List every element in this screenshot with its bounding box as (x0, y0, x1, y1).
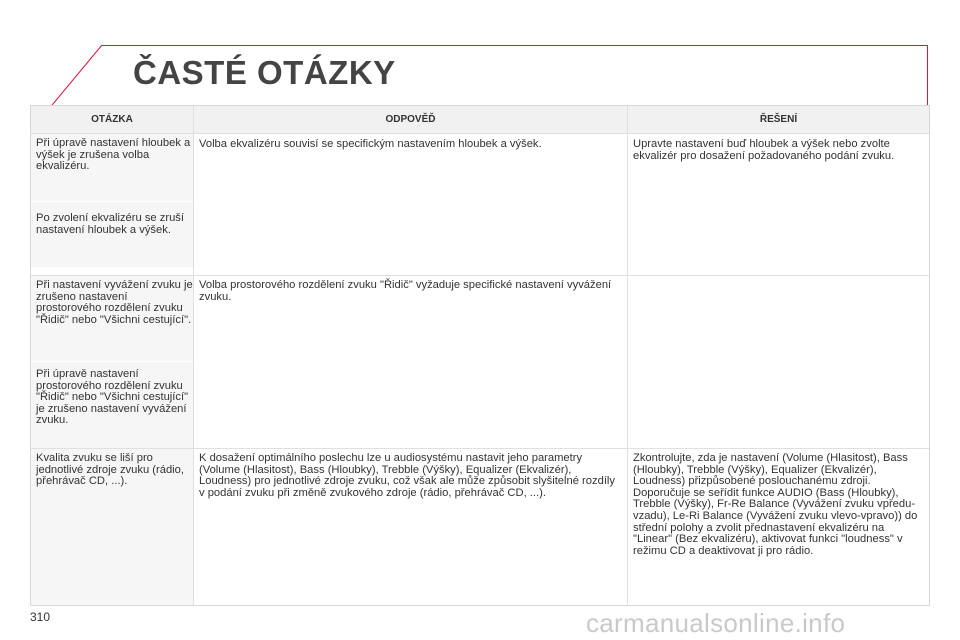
page-title: ČASTÉ OTÁZKY (133, 54, 396, 91)
solution-cell: Upravte nastavení buď hloubek a výšek ne… (633, 138, 895, 162)
column-divider (193, 106, 194, 605)
question-cell: Po zvolení ekvalizéru se zruší nastavení… (31, 202, 193, 267)
title-frame-top-line (102, 45, 928, 46)
answer-cell: Volba prostorového rozdělení zvuku "Řidi… (199, 279, 612, 303)
row-divider (31, 448, 929, 449)
faq-table: OTÁZKA ODPOVĚĎ ŘEŠENÍ Při úpravě nastave… (30, 105, 930, 606)
watermark: carmanualsonline.info (586, 608, 846, 638)
page-number: 310 (30, 610, 51, 624)
title-frame-right-line (927, 45, 928, 105)
title-frame-diagonal (47, 44, 103, 110)
question-cell: Při úpravě nastavení hloubek a výšek je … (31, 134, 193, 201)
row-subdivider (31, 201, 193, 202)
question-cell: Při nastavení vyvážení zvuku je zrušeno … (31, 276, 193, 361)
question-cell: Při úpravě nastavení prostorového rozděl… (31, 362, 193, 448)
row-divider (31, 133, 929, 134)
row-divider (31, 275, 929, 276)
question-cell: Kvalita zvuku se liší pro jednotlivé zdr… (31, 449, 193, 605)
answer-cell: K dosažení optimálního poslechu lze u au… (199, 452, 616, 499)
header-question: OTÁZKA (31, 106, 193, 133)
header-solution: ŘEŠENÍ (628, 106, 929, 133)
column-divider (627, 106, 628, 605)
row-subdivider (31, 361, 193, 362)
header-answer: ODPOVĚĎ (194, 106, 627, 133)
answer-cell: Volba ekvalizéru souvisí se specifickým … (199, 138, 542, 150)
solution-cell: Zkontrolujte, zda je nastavení (Volume (… (633, 452, 918, 557)
